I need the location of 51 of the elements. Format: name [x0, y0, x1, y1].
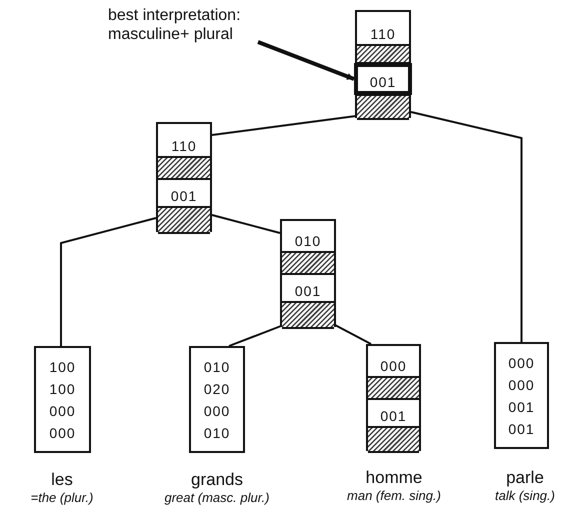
feature-value-cell: 001 — [357, 66, 409, 92]
feature-value-cell: 001 — [368, 400, 419, 426]
tree-branch-line — [212, 115, 356, 136]
feature-vector-box — [355, 10, 411, 118]
feature-value-cell: 110 — [158, 124, 210, 156]
hatched-cell — [368, 376, 419, 400]
feature-vector-box — [280, 219, 336, 327]
feature-value: 000 — [49, 402, 76, 420]
feature-vector-box — [34, 346, 91, 453]
french-word: homme — [366, 468, 422, 488]
french-word: les — [51, 470, 73, 490]
tree-branch-line — [228, 325, 282, 347]
feature-value-cell: 010 — [282, 221, 334, 251]
feature-value-cell: 001 — [158, 180, 210, 206]
feature-value: 010 — [204, 424, 230, 442]
hatched-cell — [158, 156, 210, 180]
tree-branch-line — [410, 111, 522, 342]
feature-value: 000 — [508, 376, 535, 394]
word-gloss: talk (sing.) — [495, 488, 555, 503]
feature-value: 020 — [204, 380, 230, 398]
feature-value-cell: 110 — [357, 12, 409, 44]
feature-value: 010 — [204, 358, 230, 376]
feature-vector-box — [189, 346, 245, 453]
feature-value: 100 — [49, 380, 76, 398]
hatched-cell — [158, 206, 210, 234]
tree-branch-line — [334, 324, 372, 345]
hatched-cell — [357, 94, 409, 120]
french-word: parle — [506, 468, 544, 488]
annotation-text: best interpretation: masculine+ plural — [108, 6, 308, 46]
leader-arrow — [257, 40, 355, 81]
hatched-cell — [368, 426, 419, 453]
feature-value: 000 — [204, 402, 230, 420]
feature-value-cell: 001 — [282, 275, 334, 301]
feature-vector-box — [156, 122, 212, 232]
feature-value: 000 — [508, 354, 535, 372]
tree-branch-line — [60, 217, 156, 346]
word-gloss: =the (plur.) — [30, 490, 94, 505]
hatched-cell — [282, 251, 334, 275]
feature-vector-box — [494, 342, 549, 449]
word-gloss: man (fem. sing.) — [347, 488, 441, 503]
hatched-cell — [357, 44, 409, 64]
hatched-cell — [282, 301, 334, 329]
feature-value: 000 — [49, 424, 76, 442]
french-word: grands — [191, 470, 243, 490]
feature-value: 001 — [508, 398, 535, 416]
feature-value: 001 — [508, 420, 535, 438]
tree-branch-line — [212, 214, 280, 234]
feature-vector-box — [366, 344, 421, 451]
word-gloss: great (masc. plur.) — [164, 490, 270, 505]
feature-value: 100 — [49, 358, 76, 376]
feature-value-cell: 000 — [368, 346, 419, 376]
